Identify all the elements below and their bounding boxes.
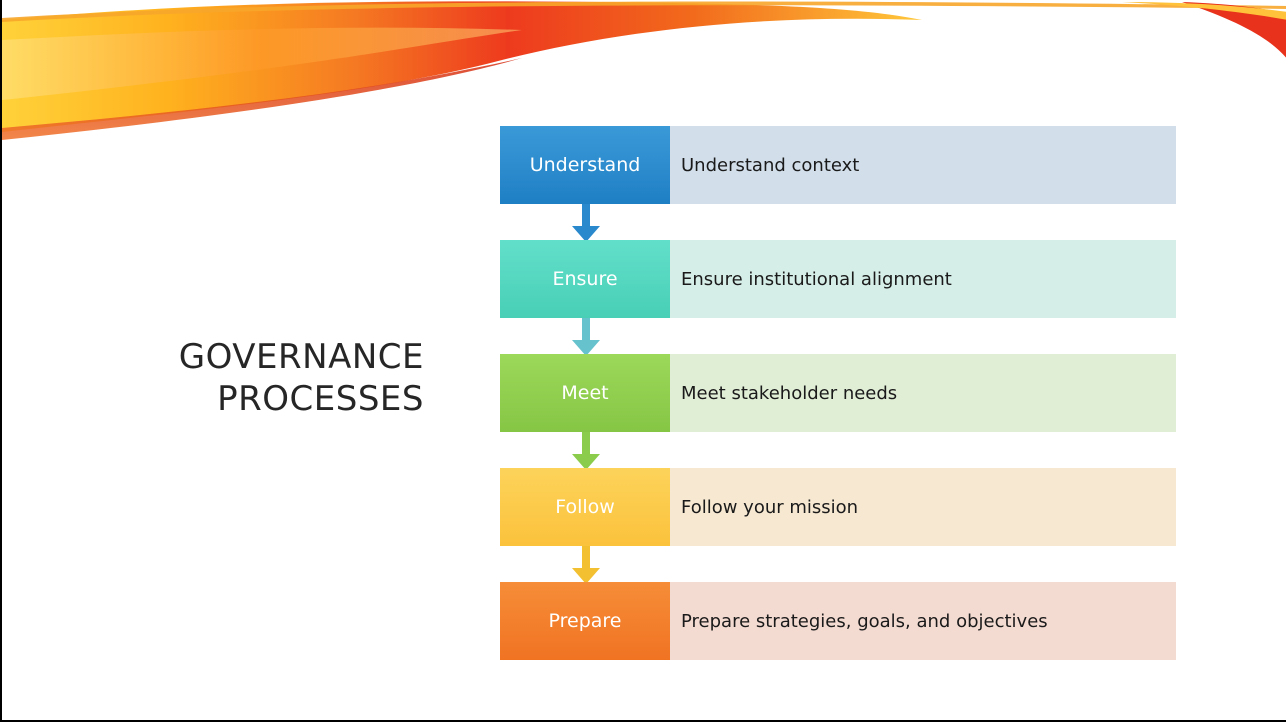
step-label: Understand: [529, 154, 641, 176]
step-label: Follow: [555, 496, 615, 518]
step-label-box: Meet: [500, 354, 670, 432]
step-description: Prepare strategies, goals, and objective…: [681, 610, 1048, 632]
step-label: Ensure: [552, 268, 618, 290]
step-description-box: Meet stakeholder needs: [670, 354, 1176, 432]
step-label-box: Prepare: [500, 582, 670, 660]
decorative-swoosh: [2, 1, 1286, 140]
down-arrow-icon: [572, 546, 600, 584]
slide-title-line-2: PROCESSES: [217, 379, 424, 419]
step-description-box: Ensure institutional alignment: [670, 240, 1176, 318]
process-steps: Understand Understand context Ensure Ens…: [500, 126, 1176, 660]
step-label: Meet: [561, 382, 609, 404]
step-description-box: Follow your mission: [670, 468, 1176, 546]
process-step-meet: Meet Meet stakeholder needs: [500, 354, 1176, 432]
step-description: Follow your mission: [681, 496, 859, 518]
process-step-prepare: Prepare Prepare strategies, goals, and o…: [500, 582, 1176, 660]
process-step-follow: Follow Follow your mission: [500, 468, 1176, 546]
step-label-box: Understand: [500, 126, 670, 204]
slide-title: GOVERNANCE PROCESSES: [62, 336, 424, 420]
process-step-understand: Understand Understand context: [500, 126, 1176, 204]
step-label: Prepare: [548, 610, 622, 632]
down-arrow-icon: [572, 318, 600, 356]
step-description: Ensure institutional alignment: [681, 268, 952, 290]
down-arrow-icon: [572, 204, 600, 242]
step-description: Meet stakeholder needs: [681, 382, 898, 404]
slide-title-line-1: GOVERNANCE: [178, 337, 424, 377]
step-label-box: Ensure: [500, 240, 670, 318]
step-description: Understand context: [681, 154, 860, 176]
step-description-box: Understand context: [670, 126, 1176, 204]
step-label-box: Follow: [500, 468, 670, 546]
process-step-ensure: Ensure Ensure institutional alignment: [500, 240, 1176, 318]
down-arrow-icon: [572, 432, 600, 470]
step-description-box: Prepare strategies, goals, and objective…: [670, 582, 1176, 660]
